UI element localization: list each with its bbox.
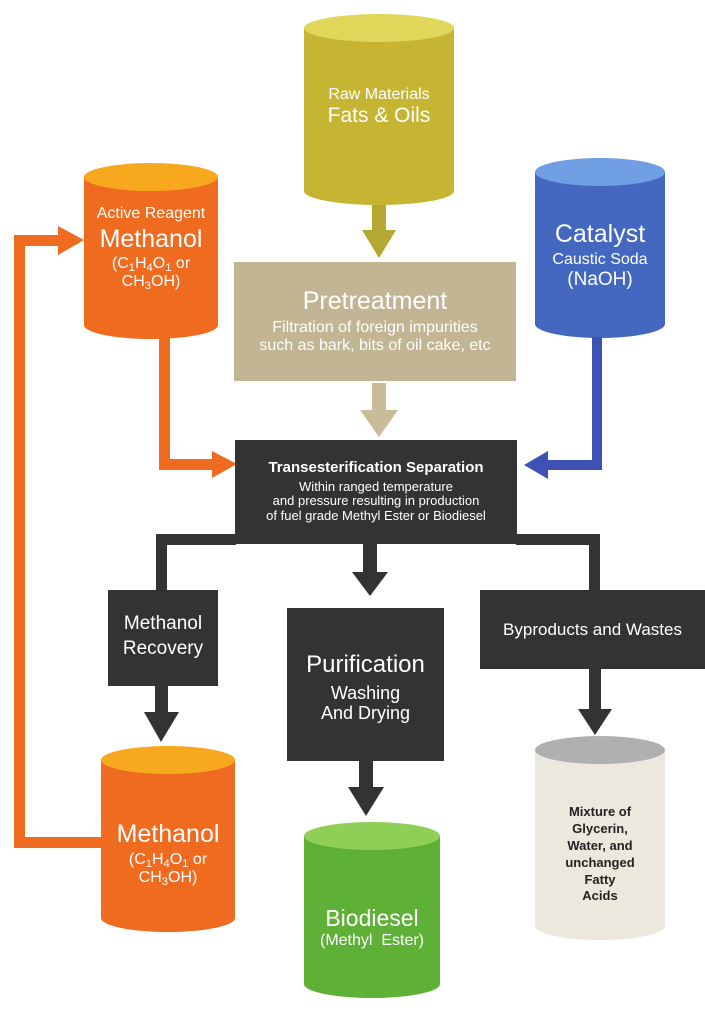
biodiesel-label: Biodiesel (Methyl Ester) bbox=[304, 905, 440, 950]
catalyst-subtitle: Caustic Soda bbox=[552, 251, 648, 268]
methanol-output-cylinder bbox=[101, 746, 235, 932]
byproducts-box bbox=[480, 590, 705, 669]
waste-mixture-cylinder bbox=[535, 736, 665, 940]
arrow-methanol-recycle bbox=[14, 226, 102, 848]
arrow-byproducts-to-waste bbox=[578, 669, 612, 735]
waste-line2: Glycerin, bbox=[572, 820, 628, 836]
purification-label: Purification Washing And Drying bbox=[287, 651, 444, 724]
catalyst-formula: (NaOH) bbox=[567, 268, 633, 290]
byproducts-label: Byproducts and Wastes bbox=[503, 620, 682, 639]
arrow-to-purification bbox=[352, 544, 388, 596]
raw-materials-title: Raw Materials bbox=[328, 86, 430, 103]
purification-line2: And Drying bbox=[320, 703, 411, 724]
methanol-recovery-label: Methanol Recovery bbox=[108, 612, 218, 661]
methanol-recovery-line1: Methanol bbox=[123, 613, 203, 634]
arrow-pretreatment-to-transesterification bbox=[360, 383, 398, 437]
waste-line4: unchanged bbox=[565, 854, 635, 870]
waste-mixture-label: Mixture of Glycerin, Water, and unchange… bbox=[535, 804, 665, 905]
methanol-output-name: Methanol bbox=[116, 820, 220, 848]
active-reagent-formula: (C1H4O1 or bbox=[111, 254, 191, 274]
waste-line1: Mixture of bbox=[568, 804, 632, 819]
purification-line1: Washing bbox=[330, 682, 401, 703]
raw-materials-label: Raw Materials Fats & Oils bbox=[304, 86, 454, 127]
catalyst-cylinder bbox=[535, 158, 665, 338]
pretreatment-title: Pretreatment bbox=[302, 287, 448, 315]
purification-box bbox=[287, 608, 444, 761]
active-reagent-cylinder bbox=[84, 163, 218, 339]
arrow-catalyst-to-transesterification bbox=[524, 337, 602, 479]
biodiesel-title: Biodiesel bbox=[325, 905, 419, 931]
connector-to-byproducts bbox=[516, 534, 600, 590]
active-reagent-title: Active Reagent bbox=[96, 205, 206, 222]
arrow-methanol-to-transesterification bbox=[159, 336, 237, 478]
arrow-raw-to-pretreatment bbox=[362, 205, 396, 258]
transesterification-line2: and pressure resulting in production bbox=[272, 493, 480, 509]
transesterification-line1: Within ranged temperature bbox=[299, 478, 453, 494]
waste-line5: Fatty bbox=[584, 871, 616, 887]
transesterification-title: Transesterification Separation bbox=[268, 459, 484, 476]
catalyst-label: Catalyst Caustic Soda (NaOH) bbox=[535, 220, 665, 290]
waste-line3: Water, and bbox=[567, 837, 633, 853]
pretreatment-label: Pretreatment Filtration of foreign impur… bbox=[234, 287, 516, 355]
waste-line6: Acids bbox=[582, 888, 618, 904]
pretreatment-box bbox=[234, 262, 516, 381]
methanol-recovery-line2: Recovery bbox=[122, 637, 204, 659]
transesterification-box bbox=[235, 440, 517, 544]
active-reagent-label: Active Reagent Methanol (C1H4O1 or CH3OH… bbox=[84, 205, 218, 291]
methanol-output-formula-alt: CH3OH) bbox=[138, 868, 198, 888]
arrow-purification-to-biodiesel bbox=[348, 761, 384, 816]
transesterification-label: Transesterification Separation Within ra… bbox=[235, 459, 517, 523]
biodiesel-cylinder bbox=[304, 822, 440, 998]
pretreatment-line1: Filtration of foreign impurities bbox=[272, 319, 478, 336]
raw-materials-cylinder bbox=[304, 14, 454, 205]
arrow-recovery-to-methanol bbox=[144, 686, 179, 742]
methanol-output-label: Methanol (C1H4O1 or CH3OH) bbox=[101, 820, 235, 887]
methanol-recovery-box bbox=[108, 590, 218, 686]
catalyst-title: Catalyst bbox=[554, 220, 646, 248]
raw-materials-subtitle: Fats & Oils bbox=[327, 103, 431, 127]
transesterification-line3: of fuel grade Methyl Ester or Biodiesel bbox=[266, 507, 486, 523]
connector-to-methanol-recovery bbox=[156, 534, 236, 590]
purification-title: Purification bbox=[306, 651, 425, 678]
pretreatment-line2: such as bark, bits of oil cake, etc bbox=[259, 336, 491, 354]
methanol-output-formula: (C1H4O1 or bbox=[128, 851, 208, 870]
biodiesel-subtitle: (Methyl Ester) bbox=[319, 931, 424, 949]
active-reagent-formula-alt: CH3OH) bbox=[121, 272, 181, 292]
active-reagent-name: Methanol bbox=[99, 224, 203, 253]
